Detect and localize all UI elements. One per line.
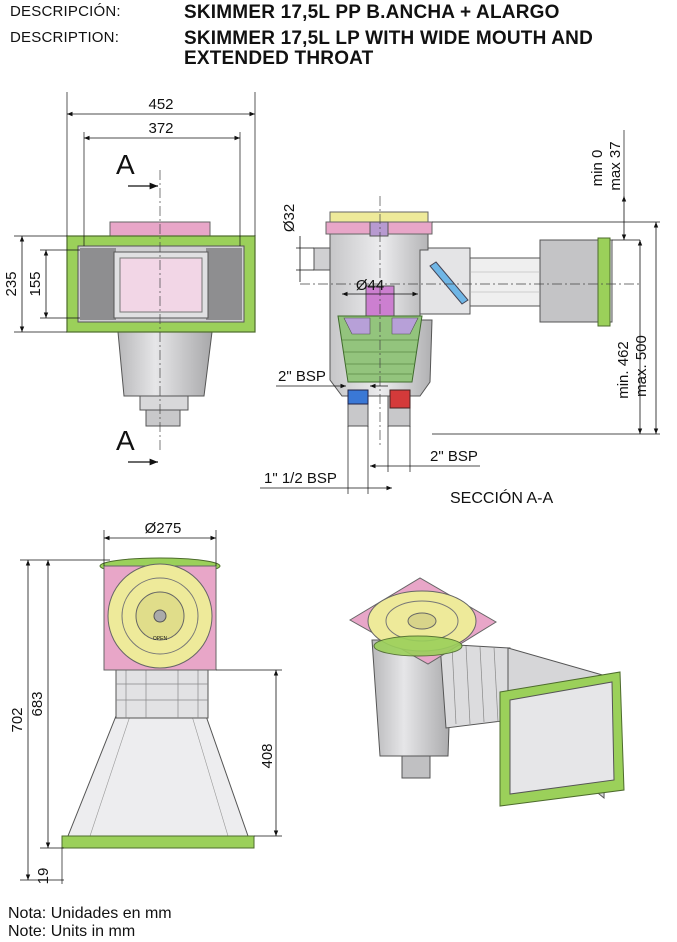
- section-mark-bottom: A: [116, 425, 135, 456]
- dim-max-top: max 37: [607, 141, 624, 190]
- bsp-left-top: 2" BSP: [278, 368, 326, 385]
- dim-width-inner: 372: [148, 120, 173, 137]
- description-en-label: DESCRIPTION:: [10, 29, 120, 46]
- dim-min-top: min 0: [589, 150, 606, 187]
- dim-bore-diameter: Ø44: [356, 277, 384, 294]
- dim-throat-height: 408: [259, 743, 276, 768]
- bsp-right: 2" BSP: [430, 448, 478, 465]
- section-mark-top: A: [116, 149, 135, 180]
- dim-min-height: min. 462: [615, 341, 632, 399]
- side-view: OPEN Ø275 702 683 19 408: [9, 520, 282, 884]
- bsp-bottom: 1" 1/2 BSP: [264, 470, 337, 487]
- title-en-line1: SKIMMER 17,5L LP WITH WIDE MOUTH AND: [184, 28, 594, 49]
- note-es: Nota: Unidades en mm: [8, 905, 172, 922]
- dim-pipe-diameter: Ø32: [281, 204, 298, 232]
- dim-max-height: max. 500: [633, 335, 650, 397]
- dim-frame: 19: [35, 868, 52, 885]
- dim-total-height: 702: [9, 707, 26, 732]
- note-en: Note: Units in mm: [8, 923, 136, 940]
- section-caption: SECCIÓN A-A: [450, 488, 553, 507]
- front-view: 452 372 235 155 A A: [3, 92, 256, 466]
- title-en-line2: EXTENDED THROAT: [184, 48, 374, 69]
- isometric-view: [349, 577, 625, 807]
- dim-width-outer: 452: [148, 96, 173, 113]
- title-es: SKIMMER 17,5L PP B.ANCHA + ALARGO: [184, 2, 560, 23]
- description-es-label: DESCRIPCIÓN:: [10, 3, 121, 20]
- lid-open-text: OPEN: [153, 636, 168, 642]
- section-view: min 0 max 37 min. 462 max. 500 Ø32 Ø44 2…: [260, 130, 660, 507]
- dim-height-inner: 155: [27, 271, 44, 296]
- dim-lid-diameter: Ø275: [145, 520, 182, 537]
- dim-body-height: 683: [29, 691, 46, 716]
- dim-height-outer: 235: [3, 271, 20, 296]
